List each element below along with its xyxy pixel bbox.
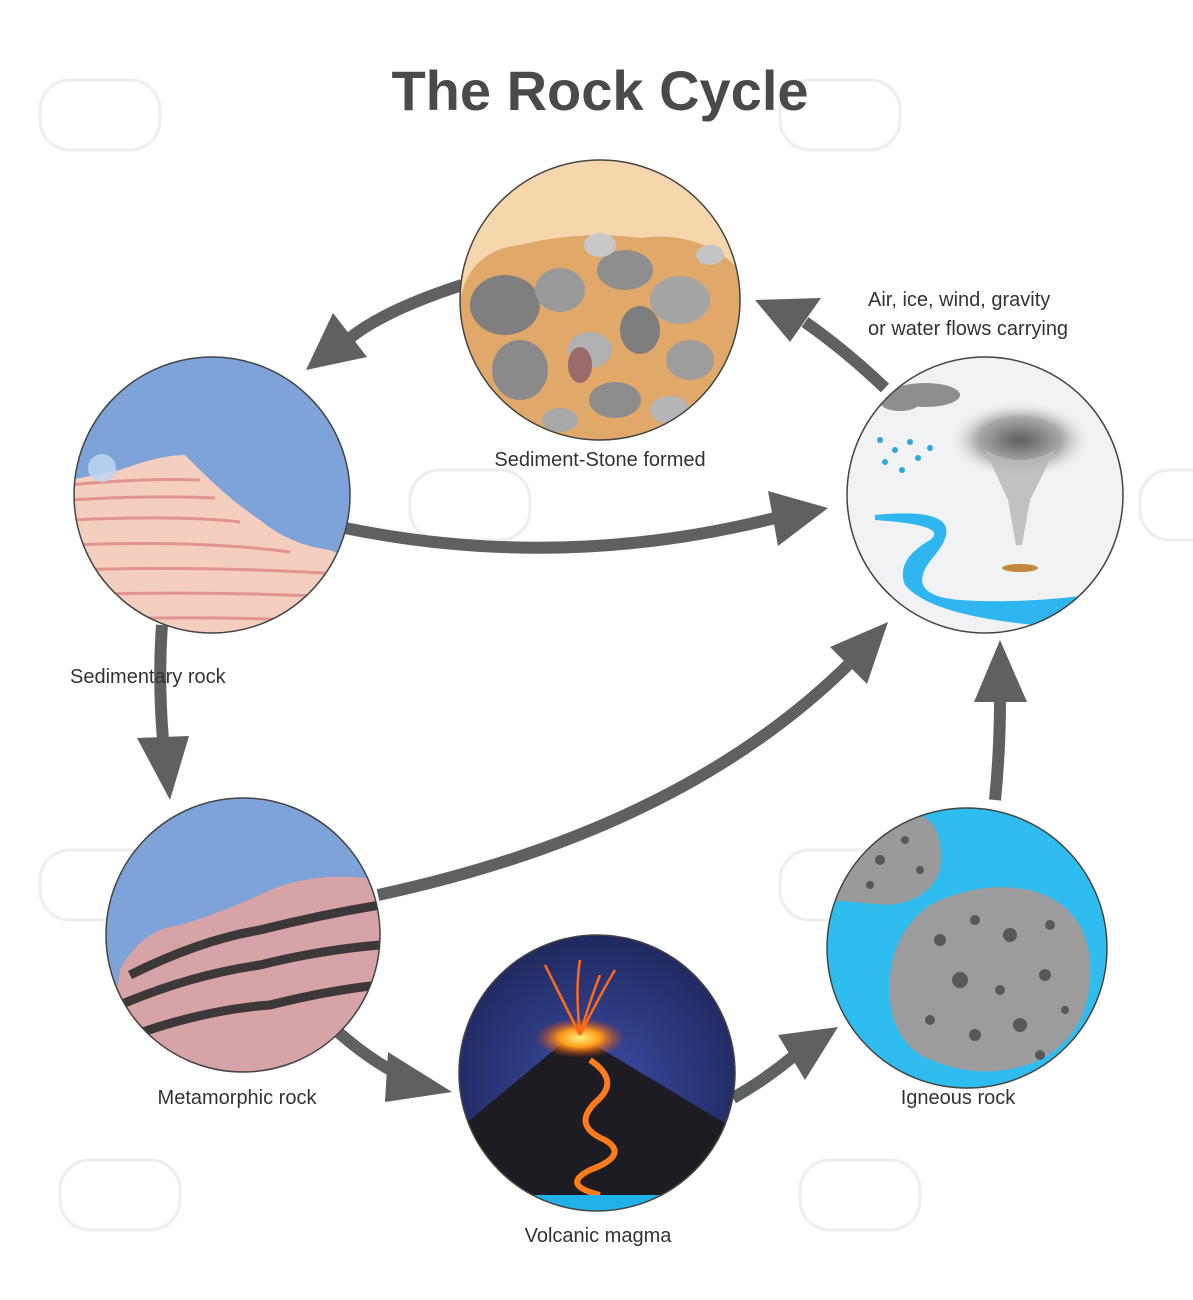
label-weathering-line1: Air, ice, wind, gravity — [868, 289, 1050, 311]
arrow-sediment-to-sedimentary-head — [306, 313, 367, 370]
arrow-metamorphic-to-weathering — [376, 660, 853, 901]
label-sediment-stone: Sediment-Stone formed — [494, 449, 705, 471]
igneous-illustration — [826, 807, 1108, 1089]
arrow-igneous-to-weathering — [989, 699, 1006, 801]
tornado-icon — [985, 450, 1055, 545]
label-sedimentary: Sedimentary rock — [70, 666, 227, 688]
arrow-volcanic-to-igneous — [730, 1050, 799, 1104]
sediment-stone-illustration — [459, 159, 741, 441]
label-weathering-line2: or water flows carrying — [868, 318, 1068, 340]
label-volcanic: Volcanic magma — [525, 1225, 673, 1247]
volcanic-illustration — [458, 934, 736, 1212]
arrow-igneous-to-weathering-head — [974, 640, 1027, 702]
igneous-rock-large — [889, 887, 1091, 1072]
rain-icon — [877, 437, 933, 473]
arrow-metamorphic-to-volcanic-head — [385, 1052, 452, 1102]
sedimentary-illustration — [73, 356, 351, 634]
weathering-illustration — [846, 356, 1124, 634]
arrow-sedimentary-to-metamorphic — [154, 624, 169, 741]
arrow-volcanic-to-igneous-head — [778, 1027, 838, 1080]
arrow-weathering-to-sediment — [801, 317, 890, 393]
label-metamorphic: Metamorphic rock — [158, 1087, 318, 1109]
arrow-weathering-to-sediment-head — [755, 298, 821, 342]
arrow-sedimentary-to-weathering — [343, 512, 777, 554]
diagram-title: The Rock Cycle — [391, 59, 808, 122]
volcano-lava-glow — [535, 1018, 625, 1058]
label-igneous: Igneous rock — [901, 1087, 1017, 1109]
arrow-sedimentary-to-weathering-head — [768, 491, 828, 546]
cycle-arrows — [137, 279, 1027, 1104]
metamorphic-illustration — [105, 797, 381, 1073]
arrow-sediment-to-sedimentary — [346, 279, 464, 343]
arrow-sedimentary-to-metamorphic-head — [137, 736, 189, 800]
arrow-metamorphic-to-weathering-head — [830, 622, 888, 684]
